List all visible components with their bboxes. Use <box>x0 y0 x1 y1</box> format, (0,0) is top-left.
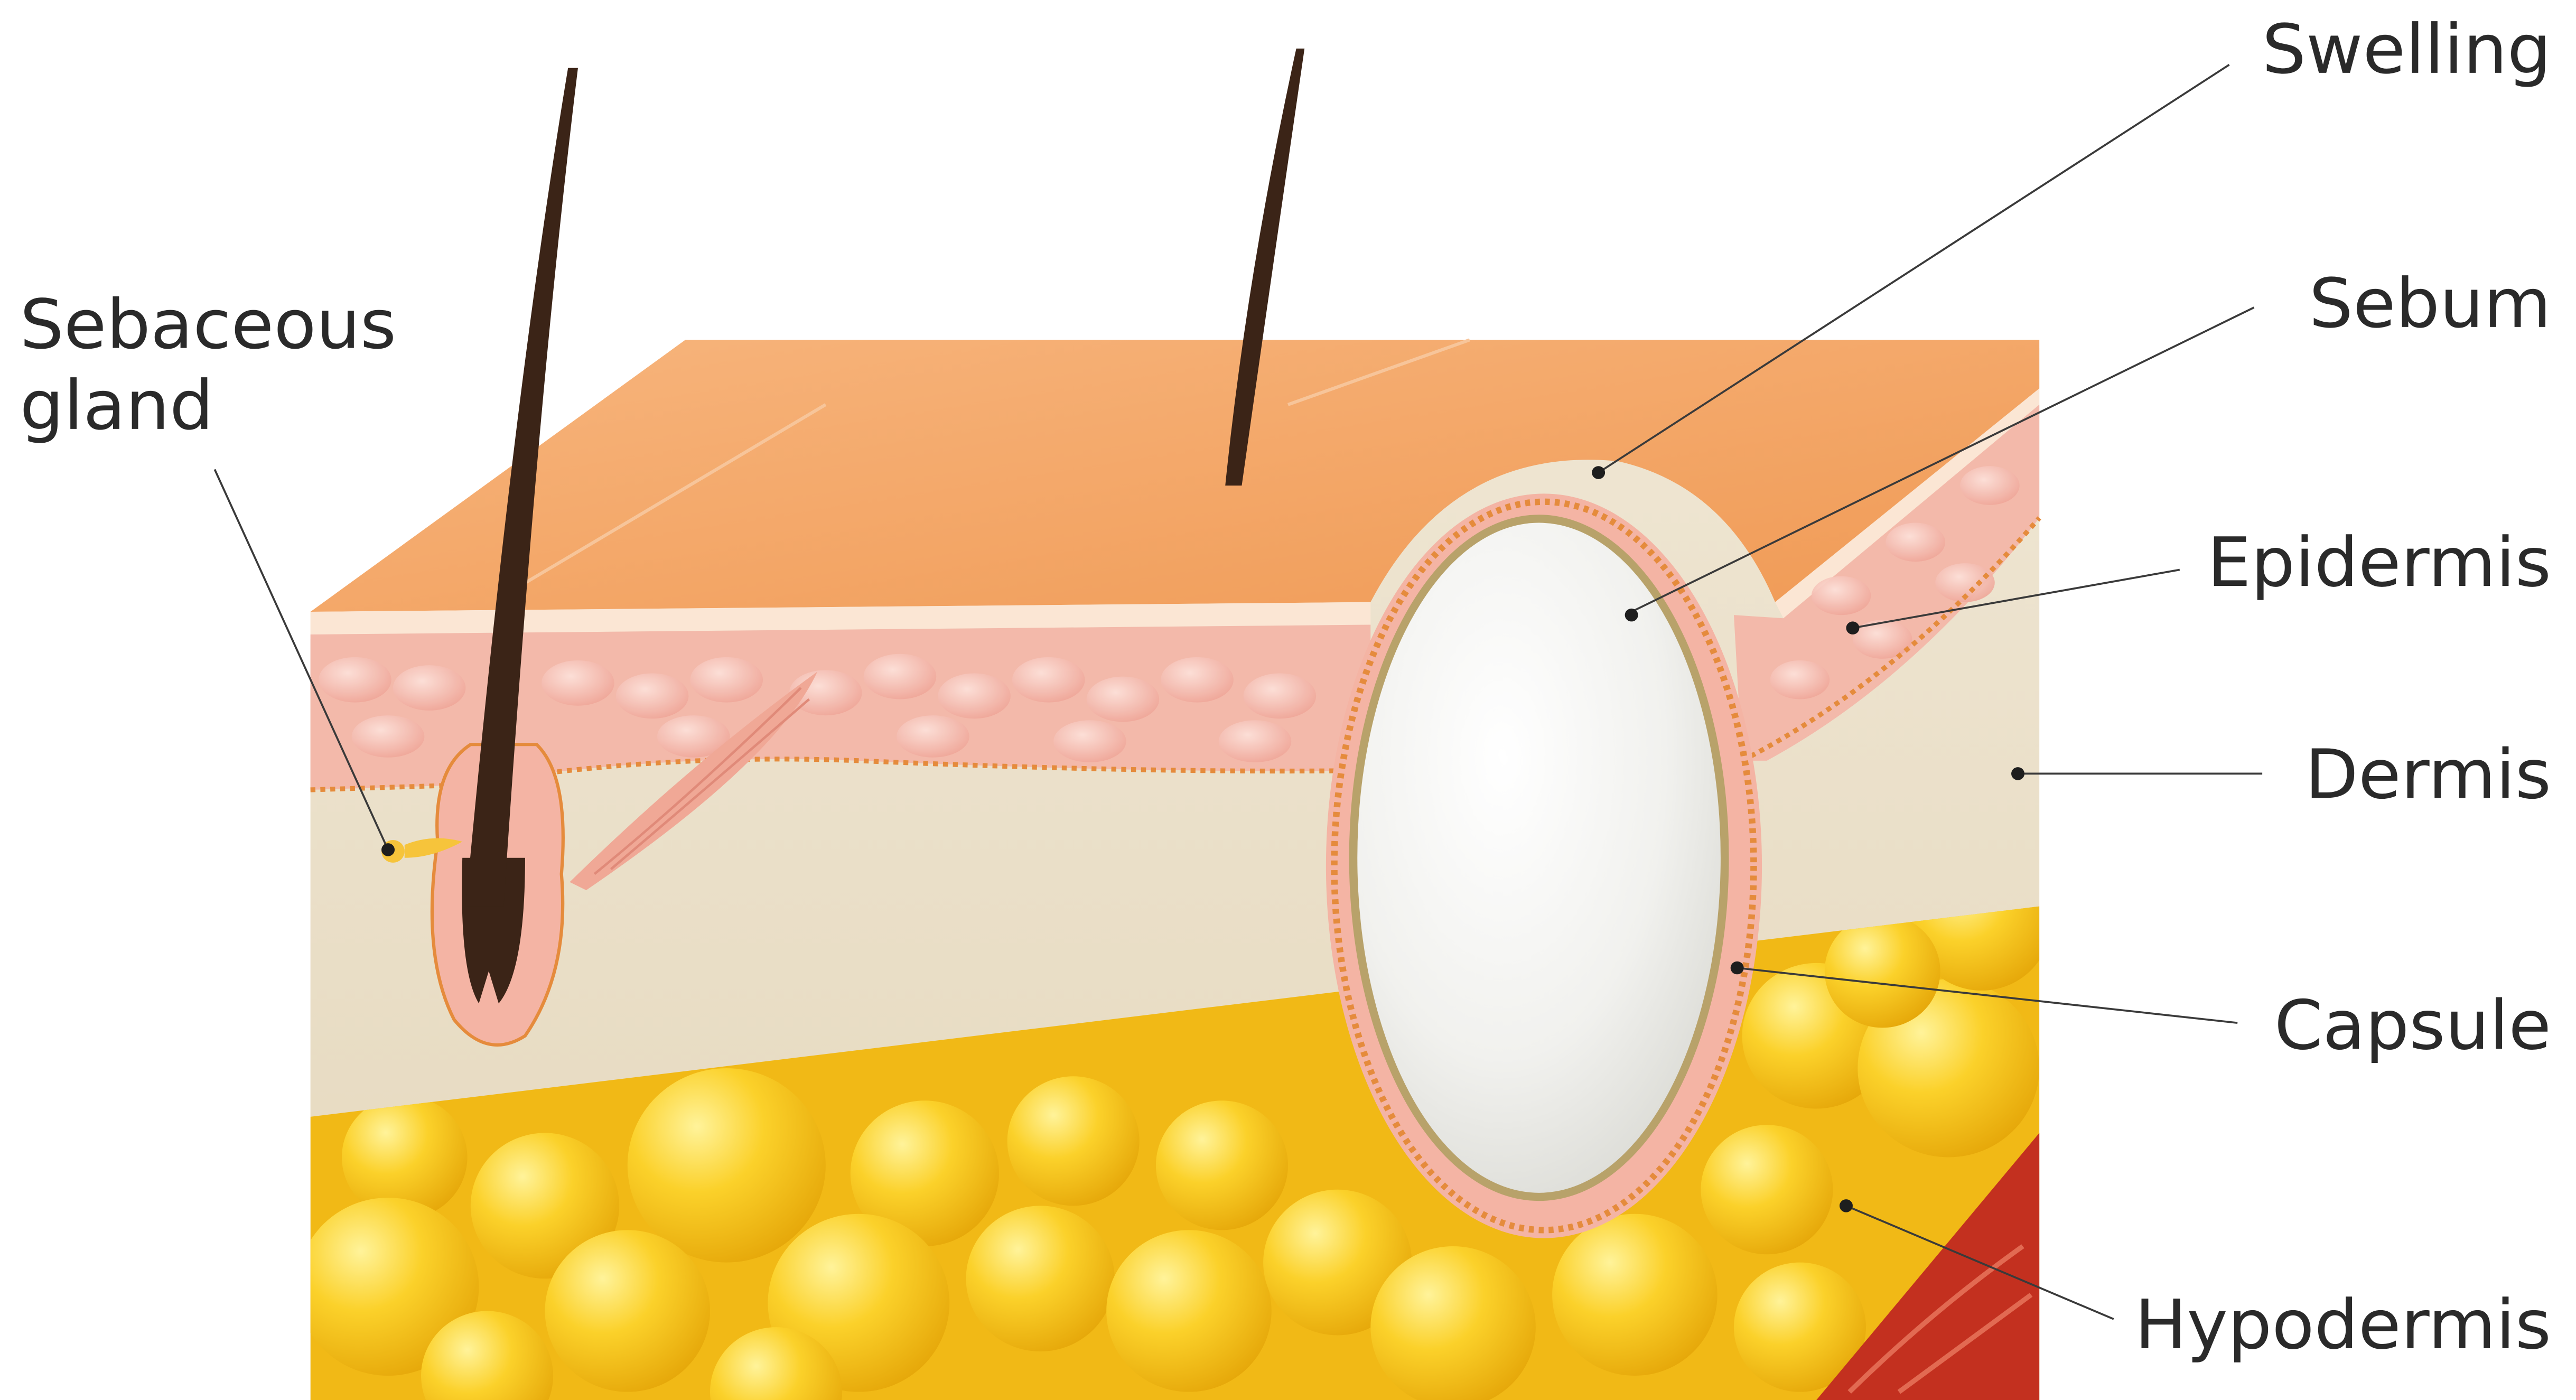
label-epidermis: Epidermis <box>2207 522 2551 602</box>
skin-surface <box>311 340 2040 634</box>
cyst <box>1326 493 1762 1238</box>
label-capsule: Capsule <box>2274 985 2551 1065</box>
label-hypodermis: Hypodermis <box>2135 1285 2551 1364</box>
label-sebaceous-gland-line1: Sebaceous <box>20 285 397 364</box>
label-swelling: Swelling <box>2262 10 2551 89</box>
label-dermis: Dermis <box>2305 735 2551 814</box>
label-sebaceous-gland-line2: gland <box>20 366 214 445</box>
label-sebum: Sebum <box>2309 264 2551 343</box>
